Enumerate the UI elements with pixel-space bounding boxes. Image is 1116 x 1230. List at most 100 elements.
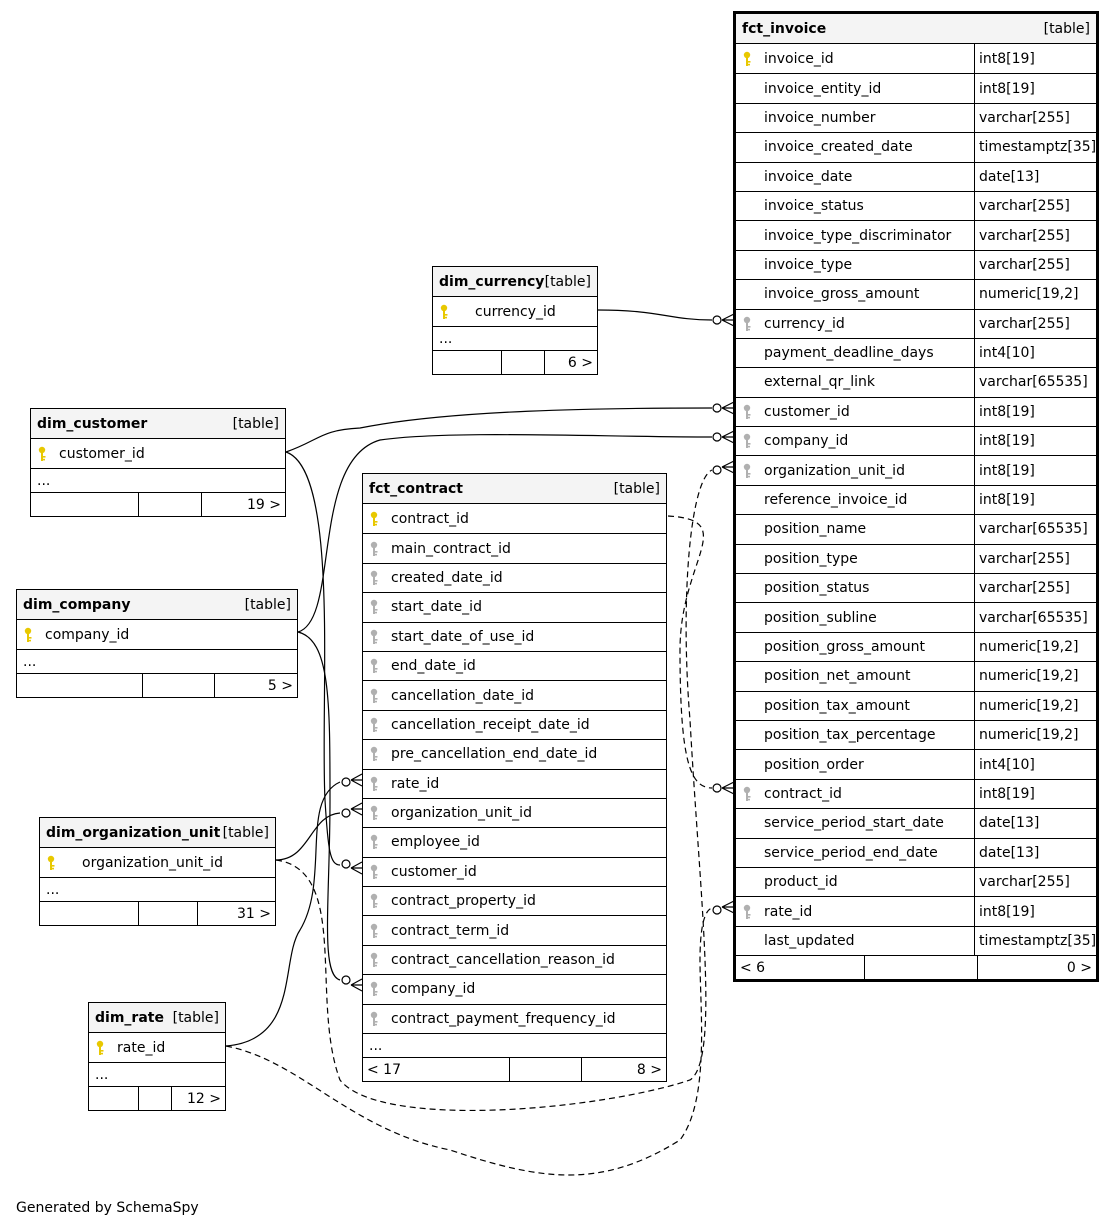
table-tag: [table] [222, 824, 269, 841]
column-cell: company_id [17, 627, 297, 643]
foot-right[interactable]: 19 > [201, 493, 285, 517]
foot-right[interactable]: 12 > [171, 1087, 225, 1111]
column-cell: contract_id [736, 786, 974, 802]
column-row[interactable]: organization_unit_id [40, 848, 275, 877]
column-cell: position_type [736, 551, 974, 567]
column-name: position_name [764, 521, 867, 538]
column-row[interactable]: main_contract_id [363, 533, 666, 562]
foot-right[interactable]: 31 > [197, 902, 275, 926]
column-name: position_tax_percentage [764, 727, 936, 744]
column-cell: organization_unit_id [363, 805, 666, 821]
column-row[interactable]: contract_payment_frequency_id [363, 1003, 666, 1033]
column-row[interactable]: start_date_of_use_id [363, 621, 666, 651]
column-cell: invoice_created_date [736, 139, 974, 155]
column-type: date[13] [974, 838, 1096, 867]
foreign-key-icon [742, 433, 764, 449]
column-row[interactable]: organization_unit_id [363, 797, 666, 827]
foot-right[interactable]: 8 > [581, 1058, 666, 1082]
column-row[interactable]: company_id [17, 620, 297, 649]
foot-right[interactable]: 5 > [214, 674, 297, 698]
foreign-key-icon [742, 904, 764, 920]
column-name: organization_unit_id [82, 854, 223, 871]
more-columns: ... [40, 877, 275, 901]
column-row[interactable]: customer_id [363, 856, 666, 886]
table-dim-rate[interactable]: dim_rate [table] rate_id ... 12 > [88, 1002, 226, 1112]
column-row[interactable]: cancellation_date_id [363, 680, 666, 709]
table-dim-company[interactable]: dim_company [table] company_id ... 5 > [16, 589, 298, 699]
table-footer: 5 > [17, 673, 297, 698]
foot-right[interactable]: 0 > [977, 956, 1096, 980]
column-type: int8[19] [974, 74, 1096, 103]
column-row[interactable]: end_date_id [363, 650, 666, 680]
column-row[interactable]: rate_id [363, 768, 666, 798]
foot-right[interactable]: 6 > [544, 351, 597, 375]
column-row[interactable]: customer_id [31, 439, 285, 468]
column-cell: currency_id [736, 316, 974, 332]
column-name: position_type [764, 550, 858, 567]
column-cell: rate_id [363, 776, 666, 792]
column-row[interactable]: contract_cancellation_reason_id [363, 944, 666, 974]
column-row[interactable]: currency_id [433, 297, 597, 326]
column-row[interactable]: contract_id [363, 504, 666, 533]
column-name: last_updated [764, 932, 855, 949]
column-row[interactable]: pre_cancellation_end_date_id [363, 739, 666, 768]
column-name: start_date_id [391, 599, 482, 616]
foot-left [89, 1087, 138, 1110]
table-dim-currency[interactable]: dim_currency [table] currency_id ... 6 > [432, 266, 598, 376]
column-cell: position_tax_amount [736, 698, 974, 714]
column-row[interactable]: created_date_id [363, 562, 666, 592]
column-name: created_date_id [391, 569, 503, 586]
table-footer: < 17 8 > [363, 1057, 666, 1082]
column-row[interactable]: employee_id [363, 827, 666, 856]
column-name: invoice_id [764, 50, 834, 67]
column-cell: service_period_start_date [736, 815, 974, 831]
column-row[interactable]: rate_id [89, 1033, 225, 1062]
column-name: invoice_type_discriminator [764, 227, 952, 244]
column-type: varchar[255] [974, 191, 1096, 221]
table-dim-organization-unit[interactable]: dim_organization_unit [table] organizati… [39, 817, 276, 927]
foot-left [17, 674, 142, 697]
column-row[interactable]: contract_term_id [363, 915, 666, 944]
column-row[interactable]: company_id [363, 974, 666, 1003]
primary-key-icon [95, 1040, 117, 1056]
table-dim-customer[interactable]: dim_customer [table] customer_id ... 19 … [30, 408, 286, 518]
column-row[interactable]: start_date_id [363, 592, 666, 621]
more-columns: ... [363, 1033, 666, 1057]
column-row[interactable]: contract_property_id [363, 886, 666, 915]
column-row[interactable]: cancellation_receipt_date_id [363, 709, 666, 739]
foreign-key-icon [369, 541, 391, 557]
